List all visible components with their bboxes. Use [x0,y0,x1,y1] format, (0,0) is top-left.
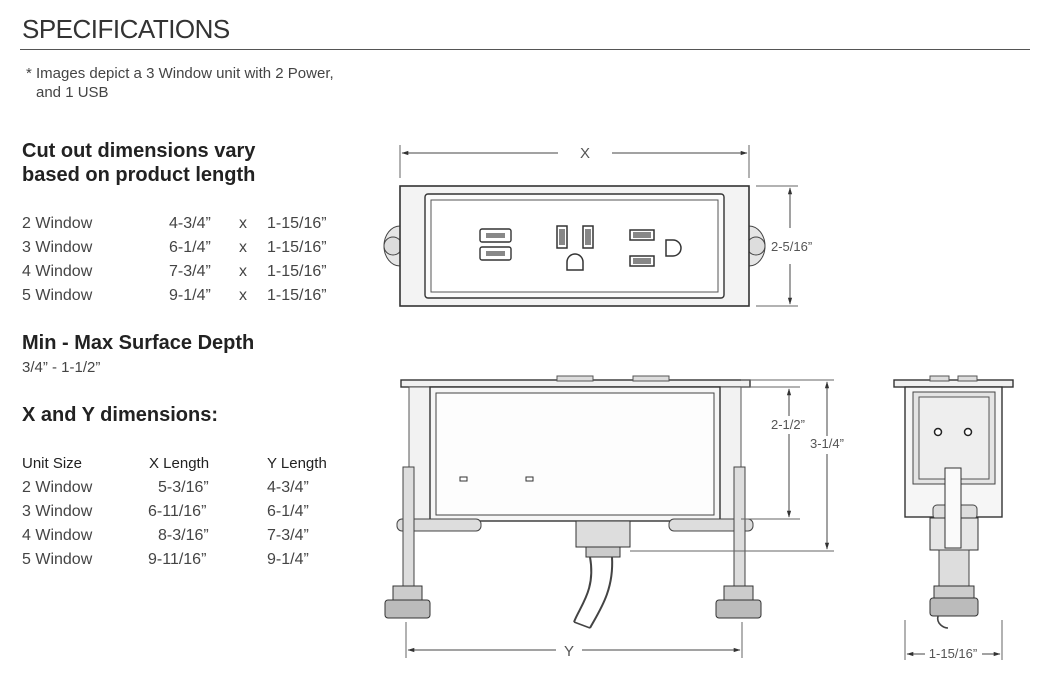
top-height-label: 2-5/16” [771,239,812,254]
top-view [383,145,798,307]
side-depth-total-label: 3-1/4” [810,436,844,451]
cutout-row: 4 Window 7-3/4” x 1-15/16” [22,260,362,284]
xy-y: 9-1/4” [267,551,309,568]
xy-row: 3 Window 6-11/16” 6-1/4” [22,500,362,524]
xy-x: 6-11/16” [148,503,207,520]
cutout-row: 5 Window 9-1/4” x 1-15/16” [22,284,362,308]
cutout-heading-line-1: Cut out dimensions vary [22,140,256,162]
title-divider [20,49,1030,50]
end-width-label: 1-15/16” [929,646,977,661]
col-y-length: Y Length [267,455,327,472]
col-unit-size: Unit Size [22,455,83,472]
note-line-1: * Images depict a 3 Window unit with 2 P… [26,65,334,82]
cutout-x: 4-3/4” [169,215,211,232]
end-view [893,375,1014,660]
xy-y: 6-1/4” [267,503,309,520]
cutout-y: 1-15/16” [267,263,327,280]
cutout-row: 2 Window 4-3/4” x 1-15/16” [22,212,362,236]
xy-row: 4 Window 8-3/16” 7-3/4” [22,524,362,548]
xy-table-header: Unit Size X Length Y Length [22,452,362,476]
side-view [384,375,834,658]
cutout-y: 1-15/16” [267,215,327,232]
xy-y: 7-3/4” [267,527,309,544]
cutout-heading-line-2: based on product length [22,164,256,186]
side-y-label: Y [564,643,574,660]
xy-unit: 2 Window [22,479,93,496]
cutout-unit: 2 Window [22,215,93,232]
xy-heading: X and Y dimensions: [22,404,218,426]
xy-x: 9-11/16” [148,551,207,568]
cutout-x: 6-1/4” [169,239,211,256]
xy-y: 4-3/4” [267,479,309,496]
note-line-2: and 1 USB [36,84,109,101]
cutout-sep: x [239,239,247,256]
xy-row: 5 Window 9-11/16” 9-1/4” [22,548,362,572]
cutout-unit: 3 Window [22,239,93,256]
col-x-length: X Length [149,455,210,472]
depth-heading: Min - Max Surface Depth [22,332,255,354]
cutout-unit: 5 Window [22,287,93,304]
xy-table: Unit Size X Length Y Length 2 Window 5-3… [22,452,362,572]
cutout-sep: x [239,215,247,232]
xy-unit: 5 Window [22,551,93,568]
xy-unit: 4 Window [22,527,93,544]
top-x-label: X [580,145,590,162]
xy-x: 8-3/16” [158,527,209,544]
cutout-sep: x [239,287,247,304]
cutout-heading: Cut out dimensions vary based on product… [22,139,255,187]
cutout-sep: x [239,263,247,280]
cutout-table: 2 Window 4-3/4” x 1-15/16” 3 Window 6-1/… [22,212,362,308]
page-title: SPECIFICATIONS [22,14,230,44]
xy-x: 5-3/16” [158,479,209,496]
depth-value: 3/4” - 1-1/2” [22,359,101,376]
cutout-y: 1-15/16” [267,287,327,304]
cutout-row: 3 Window 6-1/4” x 1-15/16” [22,236,362,260]
side-depth-inner-label: 2-1/2” [771,417,805,432]
cutout-unit: 4 Window [22,263,93,280]
xy-unit: 3 Window [22,503,93,520]
cutout-x: 9-1/4” [169,287,211,304]
image-note: * Images depict a 3 Window unit with 2 P… [26,64,406,102]
cutout-x: 7-3/4” [169,263,211,280]
cutout-y: 1-15/16” [267,239,327,256]
xy-row: 2 Window 5-3/16” 4-3/4” [22,476,362,500]
